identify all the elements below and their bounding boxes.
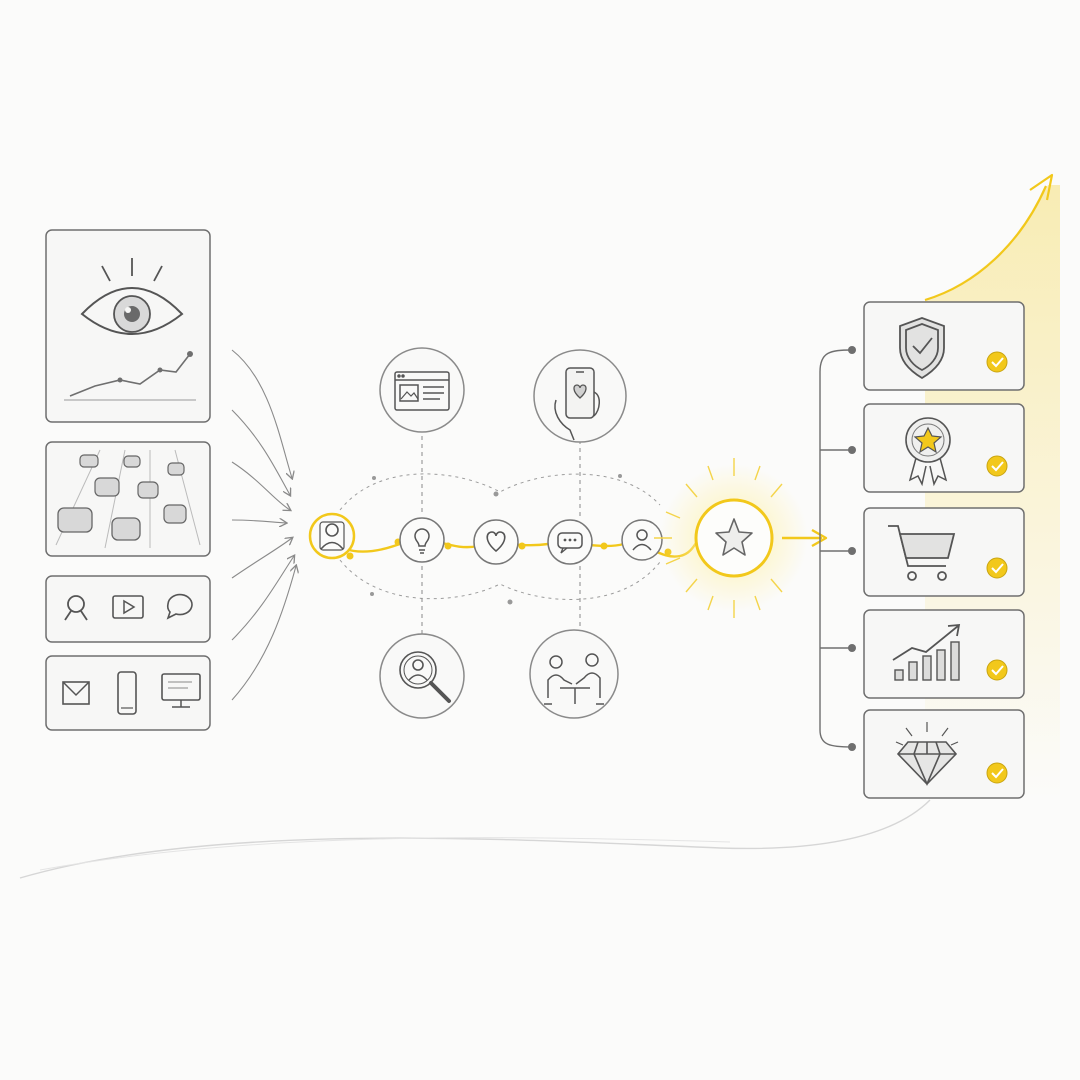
webpage-icon [394, 371, 450, 411]
user-icon [632, 529, 652, 551]
check-badge-icon [986, 455, 1008, 477]
journey-node-love [473, 519, 519, 565]
speech-bubble-icon [557, 532, 583, 554]
shopping-cart-icon [888, 525, 956, 581]
growth-arrow-head [1029, 173, 1054, 201]
trend-line-icon [64, 351, 196, 401]
smartphone-icon [117, 671, 137, 715]
journey-dashed-loops [339, 473, 661, 600]
chat-bubble-icon [166, 593, 193, 620]
journey-node-star-goal [654, 458, 808, 618]
search-icon [64, 595, 88, 621]
journey-node-idea [399, 517, 445, 563]
video-play-icon [112, 595, 144, 619]
check-badge-icon [986, 659, 1008, 681]
shield-check-icon [899, 317, 945, 380]
outcome-card-trust [863, 301, 1025, 391]
star-icon [715, 518, 753, 556]
touchpoint-mobile-app [533, 349, 627, 443]
outcome-card-purchase [863, 507, 1025, 597]
check-badge-icon [986, 762, 1008, 784]
two-people-meeting-icon [544, 653, 604, 705]
cars-highway-icon [55, 449, 201, 549]
outcome-branch-lines [819, 349, 853, 748]
input-panel-devices [45, 655, 211, 731]
touchpoint-webpage [379, 347, 465, 433]
touchpoint-discovery [379, 633, 465, 719]
desktop-monitor-icon [161, 673, 201, 708]
envelope-icon [62, 681, 90, 705]
lightbulb-icon [414, 528, 430, 554]
touchpoint-connectors [421, 428, 581, 634]
diamond-icon [895, 722, 959, 787]
bar-chart-up-icon [892, 623, 961, 681]
journey-node-message [547, 519, 593, 565]
journey-node-user-start [308, 512, 356, 560]
magnifier-user-icon [399, 651, 451, 703]
user-icon [319, 521, 345, 551]
award-star-icon [905, 417, 951, 487]
input-panel-channels [45, 575, 211, 643]
converging-arrows [231, 349, 296, 701]
journey-node-user-end [621, 519, 663, 561]
eye-icon [80, 258, 184, 335]
hand-phone-heart-icon [554, 367, 600, 441]
growth-arrow [924, 185, 1048, 302]
check-badge-icon [986, 557, 1008, 579]
to-outcomes-arrow [782, 528, 828, 548]
outcome-card-premium [863, 709, 1025, 799]
input-panel-traffic [45, 441, 211, 557]
heart-icon [486, 531, 506, 553]
ground-sketch-line [19, 799, 931, 879]
outcome-card-quality [863, 403, 1025, 493]
touchpoint-meeting [529, 629, 619, 719]
input-panel-awareness [45, 229, 211, 423]
outcome-card-growth [863, 609, 1025, 699]
check-badge-icon [986, 351, 1008, 373]
